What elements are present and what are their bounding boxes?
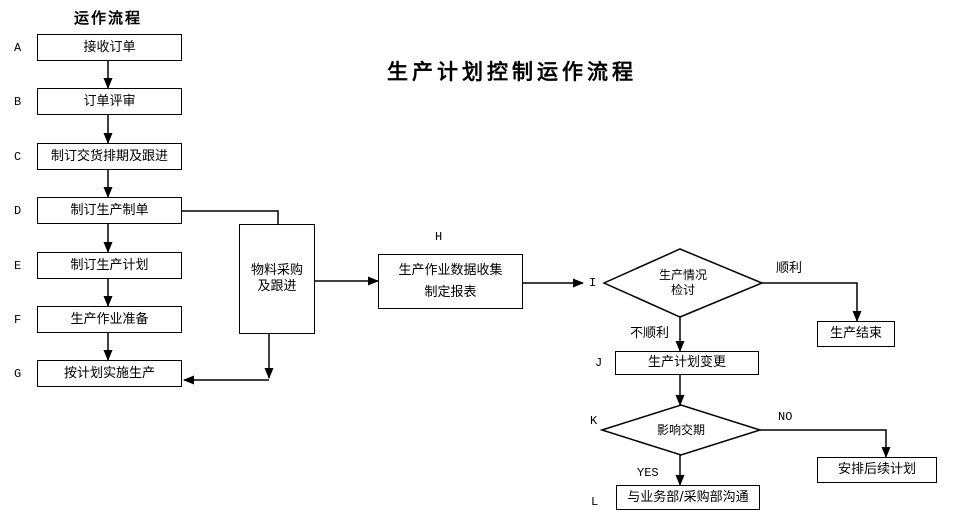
branch-label-not-smooth: 不顺利 bbox=[630, 326, 670, 341]
node-c-box: 制订交货排期及跟进 bbox=[37, 143, 182, 170]
page-title: 生产计划控制运作流程 bbox=[387, 60, 637, 84]
material-procurement-line2: 及跟进 bbox=[257, 279, 297, 294]
node-h-box: 生产作业数据收集 制定报表 bbox=[378, 254, 523, 309]
letter-d: D bbox=[14, 204, 22, 218]
letter-c: C bbox=[14, 150, 22, 164]
arrow-i-smooth-to-end bbox=[762, 282, 862, 322]
decision-k-diamond bbox=[599, 404, 763, 456]
column-header: 运作流程 bbox=[74, 9, 143, 27]
letter-j: J bbox=[595, 356, 603, 370]
node-e-box: 制订生产计划 bbox=[37, 252, 182, 279]
node-h-line2: 制定报表 bbox=[424, 284, 477, 300]
node-b-box: 订单评审 bbox=[37, 88, 182, 115]
node-d-box: 制订生产制单 bbox=[37, 197, 182, 224]
decision-k-line1: 影响交期 bbox=[656, 422, 705, 437]
node-l-box: 与业务部/采购部沟通 bbox=[616, 485, 760, 510]
branch-label-yes: YES bbox=[637, 466, 659, 480]
arrow-k-no-to-followup bbox=[760, 429, 891, 458]
decision-i-line1: 生产情况 bbox=[658, 268, 707, 282]
letter-f: F bbox=[14, 313, 22, 327]
letter-k: K bbox=[590, 414, 598, 428]
letter-l: L bbox=[591, 495, 599, 509]
decision-i-label: 生产情况 检讨 bbox=[620, 253, 746, 313]
branch-label-smooth: 顺利 bbox=[776, 261, 803, 276]
decision-k-label: 影响交期 bbox=[618, 408, 744, 452]
node-j-box: 生产计划变更 bbox=[615, 351, 759, 375]
production-end-box: 生产结束 bbox=[817, 321, 895, 347]
node-a-box: 接收订单 bbox=[37, 34, 182, 61]
letter-i: I bbox=[589, 276, 597, 290]
followup-plan-box: 安排后续计划 bbox=[817, 457, 937, 483]
letter-h: H bbox=[435, 230, 443, 244]
material-procurement-box: 物料采购 及跟进 bbox=[239, 224, 315, 334]
letter-e: E bbox=[14, 259, 22, 273]
letter-a: A bbox=[14, 41, 22, 55]
decision-i-line2: 检讨 bbox=[670, 283, 695, 297]
node-f-box: 生产作业准备 bbox=[37, 306, 182, 333]
material-procurement-line1: 物料采购 bbox=[250, 263, 303, 278]
decision-i-diamond bbox=[602, 248, 764, 318]
letter-b: B bbox=[14, 95, 22, 109]
node-h-line1: 生产作业数据收集 bbox=[398, 262, 503, 278]
connector-d-to-material bbox=[182, 210, 279, 224]
branch-label-no: NO bbox=[778, 410, 793, 424]
letter-g: G bbox=[14, 367, 22, 381]
node-g-box: 按计划实施生产 bbox=[37, 360, 182, 387]
